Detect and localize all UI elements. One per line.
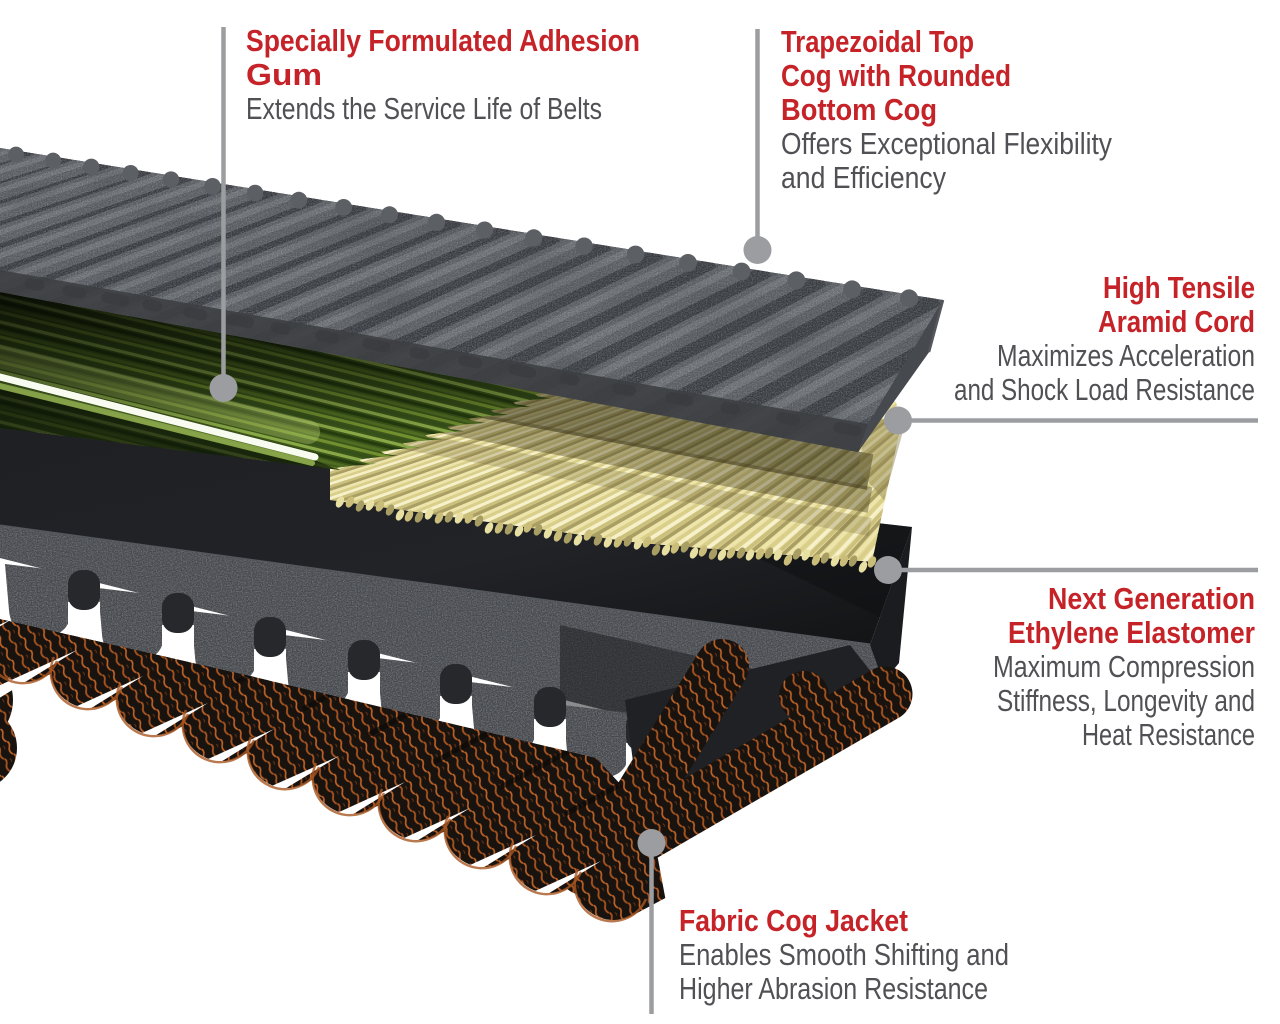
svg-text:Higher Abrasion Resistance: Higher Abrasion Resistance (679, 971, 988, 1006)
svg-text:and Efficiency: and Efficiency (781, 160, 946, 195)
svg-text:Gum: Gum (246, 57, 322, 92)
svg-text:Stiffness, Longevity and: Stiffness, Longevity and (997, 683, 1255, 718)
svg-text:Cog with Rounded: Cog with Rounded (781, 58, 1011, 93)
svg-text:Offers Exceptional Flexibility: Offers Exceptional Flexibility (781, 126, 1112, 161)
svg-text:Extends the Service Life of Be: Extends the Service Life of Belts (246, 91, 602, 126)
svg-text:Enables Smooth Shifting and: Enables Smooth Shifting and (679, 937, 1009, 972)
svg-text:Bottom Cog: Bottom Cog (781, 92, 937, 127)
svg-text:Maximizes Acceleration: Maximizes Acceleration (997, 338, 1255, 373)
svg-text:Ethylene Elastomer: Ethylene Elastomer (1008, 615, 1255, 650)
svg-text:Maximum Compression: Maximum Compression (993, 649, 1255, 684)
svg-text:Aramid Cord: Aramid Cord (1098, 304, 1255, 339)
svg-text:Trapezoidal Top: Trapezoidal Top (781, 24, 974, 59)
svg-text:Heat Resistance: Heat Resistance (1082, 717, 1255, 752)
svg-text:Next Generation: Next Generation (1048, 581, 1255, 616)
svg-text:Specially Formulated Adhesion: Specially Formulated Adhesion (246, 23, 640, 58)
svg-text:and Shock Load Resistance: and Shock Load Resistance (954, 372, 1255, 407)
svg-text:High Tensile: High Tensile (1103, 270, 1255, 305)
svg-text:Fabric Cog Jacket: Fabric Cog Jacket (679, 903, 908, 938)
